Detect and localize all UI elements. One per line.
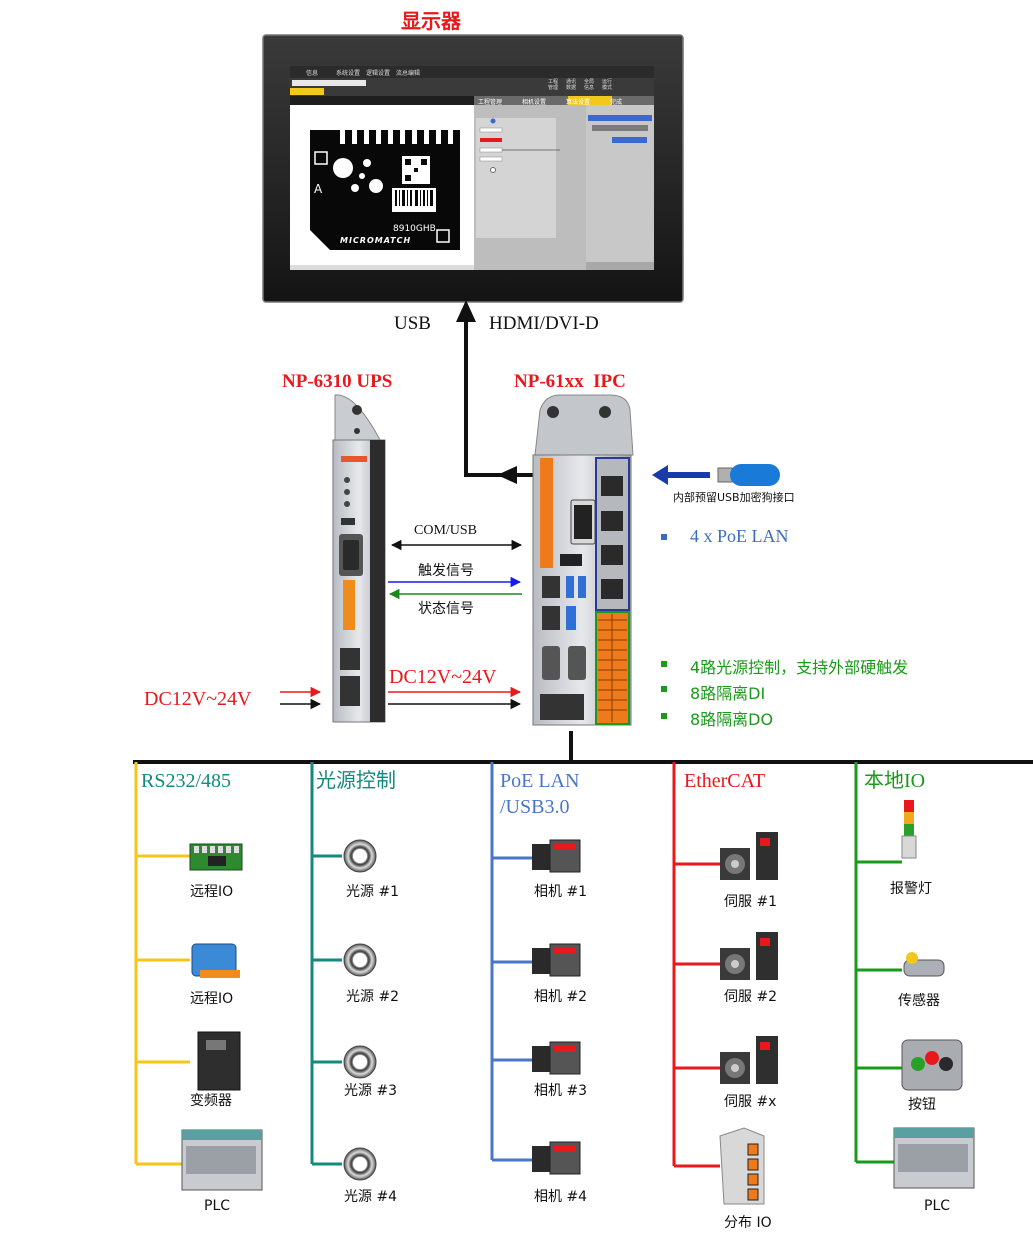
device-label: 伺服 #1	[724, 894, 778, 910]
camera-icon	[532, 1141, 581, 1175]
hdmi-label: HDMI/DVI-D	[489, 313, 599, 334]
device-label: 传感器	[898, 993, 940, 1009]
screen-process-step[interactable]: 算法设置	[566, 99, 591, 106]
light-icon	[343, 1045, 377, 1079]
usb-label: USB	[394, 313, 431, 334]
card-code: 8910GHB	[393, 224, 436, 234]
screen-toolbar-button[interactable]: 运行 模式	[602, 79, 613, 91]
monitor	[262, 34, 684, 303]
device-label: PLC	[204, 1198, 231, 1214]
io-feature-1: 4路光源控制，支持外部硬触发	[690, 658, 909, 677]
bus-title: 光源控制	[316, 770, 396, 792]
display-arrow-head	[456, 300, 476, 322]
servo-icon	[720, 932, 778, 980]
ups-title: NP-6310 UPS	[282, 371, 393, 392]
card-letter: A	[314, 182, 323, 196]
screen-menu-tab[interactable]: 流总编辑	[396, 70, 421, 77]
device-label: 光源 #2	[346, 989, 400, 1005]
device-label: 分布 IO	[724, 1215, 772, 1231]
camera-icon	[532, 943, 581, 977]
trigger-label: 触发信号	[418, 563, 474, 579]
status-label: 状态信号	[418, 601, 474, 617]
device-label: 相机 #3	[534, 1083, 588, 1099]
sensor-icon	[903, 952, 945, 977]
display-title: 显示器	[401, 11, 461, 33]
io-feature-2: 8路隔离DI	[690, 684, 766, 703]
device-label: 光源 #4	[344, 1189, 398, 1205]
signal-arrows	[280, 539, 523, 710]
io-feature-3: 8路隔离DO	[690, 710, 774, 729]
camera-icon	[532, 1041, 581, 1075]
device-label: 伺服 #2	[724, 989, 778, 1005]
device-label: PLC	[924, 1198, 951, 1214]
device-label: 光源 #1	[346, 884, 400, 900]
screen-process-step[interactable]: 完成	[610, 99, 623, 106]
screen-toolbar-button[interactable]: 全局 信息	[584, 79, 595, 91]
device-label: 相机 #1	[534, 884, 588, 900]
ipc-device	[532, 394, 634, 726]
servo-icon	[720, 832, 778, 880]
device-label: 报警灯	[890, 881, 932, 897]
device-label: 变频器	[190, 1093, 232, 1109]
dio-icon	[719, 1127, 765, 1205]
ups-device	[332, 394, 386, 723]
plc-icon	[893, 1127, 975, 1189]
ipc-title: NP-61xx IPC	[514, 371, 626, 392]
light-icon	[343, 943, 377, 977]
screen-toolbar-button[interactable]: 通讯 数据	[566, 79, 577, 91]
device-label: 相机 #4	[534, 1189, 588, 1205]
dongle-label: 内部预留USB加密狗接口	[673, 491, 795, 504]
remote2-icon	[191, 943, 240, 978]
screen-process-step[interactable]: 工程管理	[478, 99, 503, 106]
screen-process-step[interactable]: 相机设置	[522, 99, 547, 106]
light-icon	[343, 1147, 377, 1181]
screen-menu-tab[interactable]: 逻辑设置	[366, 70, 391, 77]
power-in-label: DC12V~24V	[144, 688, 252, 710]
device-label: 相机 #2	[534, 989, 588, 1005]
device-label: 伺服 #x	[724, 1094, 777, 1110]
card-date: 20170215	[392, 216, 423, 223]
poe-feature: 4 x PoE LAN	[690, 526, 789, 546]
bus-title: 本地IO	[864, 770, 926, 792]
plc-icon	[181, 1129, 263, 1191]
remote1-icon	[189, 843, 243, 871]
bus-title: EtherCAT	[684, 770, 766, 792]
bus-title: PoE LAN /USB3.0	[500, 770, 580, 818]
screen-menu-tab[interactable]: 信息	[306, 70, 319, 77]
light-icon	[343, 839, 377, 873]
servo-icon	[720, 1036, 778, 1084]
device-label: 按钮	[908, 1097, 936, 1113]
camera-icon	[532, 839, 581, 873]
com-usb-label: COM/USB	[414, 523, 478, 538]
screen-menu-tab[interactable]: 系统设置	[336, 70, 361, 77]
usb-dongle	[652, 464, 780, 486]
device-label: 光源 #3	[344, 1083, 398, 1099]
button-icon	[901, 1039, 963, 1091]
vfd-icon	[197, 1031, 241, 1091]
device-label: 远程IO	[190, 991, 234, 1007]
device-label: 远程IO	[190, 884, 234, 900]
card-brand: MICROMATCH	[340, 236, 412, 245]
bus-title: RS232/485	[141, 770, 232, 792]
lamp-icon	[901, 800, 917, 859]
screen-toolbar-button[interactable]: 工程 管理	[548, 79, 559, 91]
power-mid-label: DC12V~24V	[389, 666, 497, 688]
